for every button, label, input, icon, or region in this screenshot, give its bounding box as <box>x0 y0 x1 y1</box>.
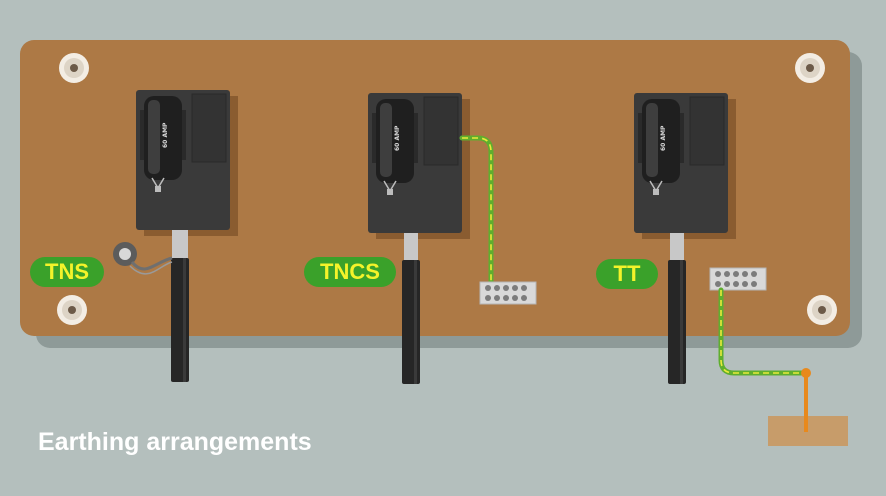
supply-cable-gland <box>172 230 188 260</box>
cutout-unit-tns: 60 AMP <box>113 90 238 382</box>
supply-cable <box>668 260 686 384</box>
earth-terminal-block <box>479 281 537 305</box>
label-tt: TT <box>596 259 658 289</box>
mounting-screw <box>59 53 89 83</box>
label-tns: TNS <box>30 257 104 287</box>
earth-clamp <box>113 242 173 275</box>
earth-terminal-block <box>709 267 767 291</box>
mounting-screw <box>57 295 87 325</box>
supply-cable-gland <box>404 233 418 263</box>
earth-conductor <box>459 135 494 287</box>
fuse-carrier: 60 AMP <box>140 96 186 192</box>
fuse-rating-label: 60 AMP <box>162 122 169 148</box>
cutout-unit-tncs: 60 AMP <box>368 93 537 384</box>
label-tncs: TNCS <box>304 257 396 287</box>
diagram-caption: Earthing arrangements <box>38 428 312 456</box>
mounting-screw <box>795 53 825 83</box>
mounting-screw <box>807 295 837 325</box>
supply-cable <box>171 258 189 382</box>
cutout-unit-tt: 60 AMP <box>634 93 809 384</box>
fuse-carrier: 60 AMP <box>638 99 684 195</box>
fuse-carrier: 60 AMP <box>372 99 418 195</box>
earth-rod <box>804 372 808 432</box>
fuse-rating-label: 60 AMP <box>394 125 401 151</box>
earth-rod-clamp <box>801 368 811 378</box>
supply-cable-gland <box>670 233 684 263</box>
fuse-rating-label: 60 AMP <box>660 125 667 151</box>
supply-cable <box>402 260 420 384</box>
